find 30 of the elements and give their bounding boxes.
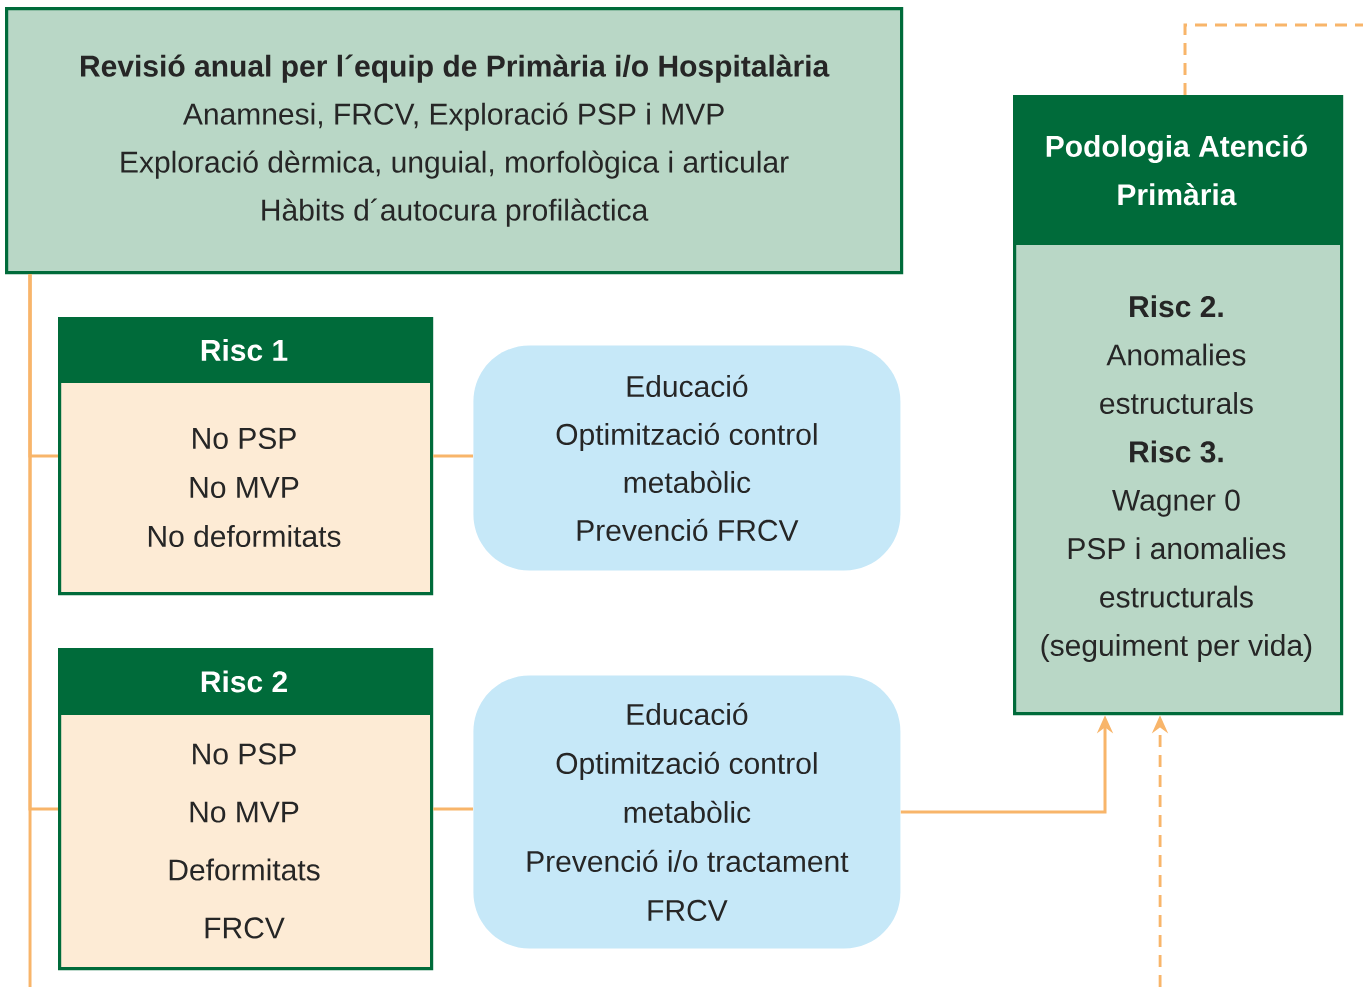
box-text: Podologia Atenció Primària (1046, 134, 1307, 206)
box-text: No MVP (190, 477, 299, 498)
connector (433, 807, 473, 811)
box-text: No deformitats (148, 525, 341, 547)
connector (1183, 23, 1363, 95)
box-text: Prevenció i/o tractament FRCV (527, 849, 849, 922)
box-text: PSP i anomalies estructurals (1068, 537, 1286, 608)
box-text: Optimització control metabòlic (556, 751, 817, 824)
box-text: FRCV (205, 917, 285, 939)
box-text: Risc 1 (201, 339, 288, 361)
box-text: No PSP (193, 743, 296, 765)
box-text: Educació (627, 374, 748, 398)
connector (28, 274, 32, 987)
box-text: Anamnesi, FRCV, Exploració PSP i MVP (182, 102, 724, 131)
box-text: Educació (627, 702, 748, 726)
box-text: No PSP (193, 427, 296, 449)
box-text: Anomalies estructurals (1100, 343, 1253, 415)
box-text: Risc 3. (1130, 440, 1223, 463)
box-text: (seguiment per vida) (1041, 634, 1312, 662)
box-text: Exploració dèrmica, unguial, morfològica i articular (121, 150, 789, 179)
box-text: Deformitats (169, 858, 320, 881)
box-text: Optimització control metabòlic (556, 422, 817, 494)
box-text: Revisió anual per l´equip de Primària i/o Hospitalària (81, 54, 830, 83)
connector (433, 454, 473, 458)
box-text: No MVP (190, 801, 299, 823)
box-text: Risc 2 (201, 670, 287, 693)
box-text: Hàbits d´autocura profilàctica (262, 198, 649, 227)
box-text: Wagner 0 (1112, 489, 1240, 517)
box-text: Risc 2. (1130, 295, 1223, 318)
box-text: Prevenció FRCV (577, 518, 799, 542)
